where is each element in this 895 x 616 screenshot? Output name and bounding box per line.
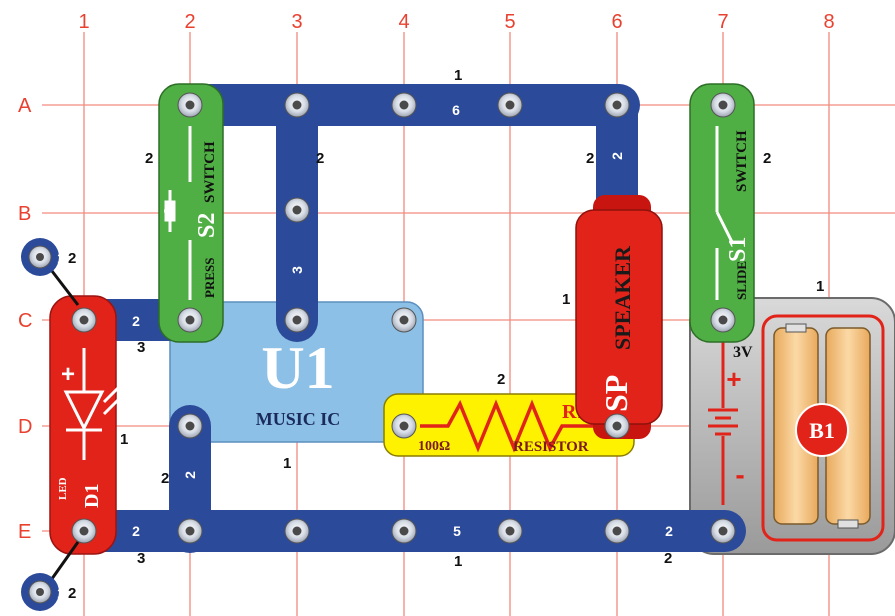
wire-top-label: 6 (452, 102, 460, 118)
s2-name: SWITCH (202, 141, 218, 203)
snap-e3[interactable] (284, 518, 310, 544)
wire-top-level: 1 (454, 67, 462, 84)
speaker-level: 1 (562, 291, 570, 308)
row-label-a: A (18, 95, 32, 117)
row-labels: A B C D E (18, 95, 32, 543)
snap-d6[interactable] (604, 413, 630, 439)
led-d1[interactable]: + D1 LED 1 (49, 295, 128, 555)
snap-c7[interactable] (710, 307, 736, 333)
snap-d2[interactable] (177, 413, 203, 439)
s2-label: S2 (194, 213, 220, 238)
col-label-3: 3 (291, 11, 302, 33)
snap-a4[interactable] (391, 92, 417, 118)
jumper-top-level: 2 (68, 250, 76, 267)
wire-bottom-5[interactable]: 5 1 (275, 510, 640, 570)
s1-level: 2 (763, 150, 771, 167)
s1-sub: SLIDE (734, 261, 749, 300)
slide-switch-symbol (715, 126, 735, 300)
snap-d4[interactable] (391, 413, 417, 439)
jumper-top-num: 1 (57, 250, 65, 266)
snap-a2[interactable] (177, 92, 203, 118)
snap-a6[interactable] (604, 92, 630, 118)
jumper-bottom[interactable]: 1 2 (21, 541, 80, 611)
snap-e2[interactable] (177, 518, 203, 544)
snap-a5[interactable] (497, 92, 523, 118)
jumper-bottom-level: 2 (68, 585, 76, 602)
wire-speaker-level: 2 (586, 150, 594, 167)
snap-e4[interactable] (391, 518, 417, 544)
wire-d-label: 2 (182, 471, 198, 479)
row-label-e: E (18, 521, 31, 543)
battery-minus: - (735, 459, 744, 490)
wire-e-left-label: 2 (132, 523, 140, 539)
snap-a7[interactable] (710, 92, 736, 118)
wire-e-right-level: 2 (664, 550, 672, 567)
snap-e6[interactable] (604, 518, 630, 544)
column-labels: 1 2 3 4 5 6 7 8 (78, 11, 834, 33)
s2-sub: PRESS (202, 258, 217, 298)
wire-e-right-label: 2 (665, 523, 673, 539)
resistor-level: 2 (497, 371, 505, 388)
row-label-d: D (18, 416, 32, 438)
wire-vertical-label: 3 (289, 266, 305, 274)
col-label-2: 2 (184, 11, 195, 33)
col-label-6: 6 (611, 11, 622, 33)
wire-c-level: 3 (137, 339, 145, 356)
led-level: 1 (120, 431, 128, 448)
speaker-label: SP (598, 375, 634, 412)
s1-name: SWITCH (734, 130, 750, 192)
jumper-top[interactable]: 1 2 (21, 238, 80, 306)
battery-label: B1 (809, 418, 835, 443)
u1-name: MUSIC IC (256, 409, 341, 429)
snap-e7[interactable] (710, 518, 736, 544)
wire-vertical-level: 2 (316, 150, 324, 167)
led-name: LED (57, 477, 69, 500)
snaps (71, 92, 736, 544)
col-label-5: 5 (504, 11, 515, 33)
wire-c-label: 2 (132, 313, 140, 329)
press-switch-symbol (164, 126, 192, 300)
snap-b3[interactable] (284, 197, 310, 223)
row-label-b: B (18, 203, 31, 225)
snap-e5[interactable] (497, 518, 523, 544)
speaker-name: SPEAKER (610, 245, 635, 350)
u1-label: U1 (261, 335, 334, 401)
col-label-1: 1 (78, 11, 89, 33)
wire-d-level: 2 (161, 470, 169, 487)
diode-symbol (63, 348, 120, 460)
slide-switch-s1[interactable]: S1 SWITCH SLIDE 2 (689, 83, 771, 343)
resistor-r1[interactable]: R1 100Ω RESISTOR 2 (383, 371, 635, 457)
s1-label: S1 (725, 237, 751, 262)
col-label-8: 8 (823, 11, 834, 33)
battery-symbol (708, 340, 738, 505)
snap-c1[interactable] (71, 307, 97, 333)
wire-e-right-2[interactable]: 2 2 (596, 510, 746, 567)
wire-e-left-level: 3 (137, 550, 145, 567)
snap-a3[interactable] (284, 92, 310, 118)
snap-c3[interactable] (284, 307, 310, 333)
col-label-4: 4 (398, 11, 409, 33)
battery-voltage: 3V (733, 344, 753, 361)
battery-level: 1 (816, 278, 824, 295)
row-label-c: C (18, 310, 32, 332)
press-switch-s2[interactable]: S2 SWITCH PRESS 2 (145, 83, 224, 343)
wire-speaker-label: 2 (609, 152, 625, 160)
battery-plus: + (726, 364, 741, 394)
s2-level: 2 (145, 150, 153, 167)
col-label-7: 7 (717, 11, 728, 33)
snap-e1[interactable] (71, 518, 97, 544)
jumper-bottom-num: 1 (57, 585, 65, 601)
battery-b1[interactable]: B1 3V + - 1 (689, 278, 895, 555)
snap-c2[interactable] (177, 307, 203, 333)
wire-bottom-level: 1 (454, 553, 462, 570)
resistor-value: 100Ω (418, 439, 450, 454)
snap-c4[interactable] (391, 307, 417, 333)
wire-bottom-label: 5 (453, 523, 461, 539)
u1-level: 1 (283, 455, 291, 472)
led-label: D1 (81, 484, 103, 508)
speaker-sp[interactable]: SPEAKER SP 1 (562, 195, 663, 439)
resistor-name: RESISTOR (513, 439, 589, 455)
led-plus: + (61, 361, 75, 388)
